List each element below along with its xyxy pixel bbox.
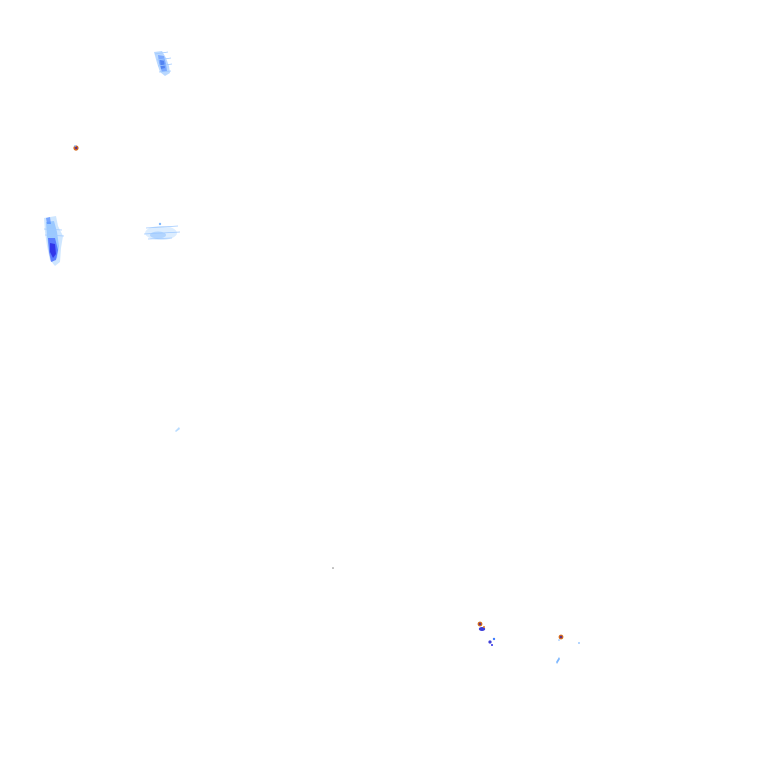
radar-echo-west-band — [43, 216, 65, 266]
radar-echo-speck-centre — [332, 567, 334, 569]
radar-echo-south-speck — [556, 657, 560, 664]
radar-echo-speck-mid-west — [175, 427, 180, 432]
radar-echo-small-cell-west — [73, 145, 79, 151]
radar-echo-south-cluster-b — [558, 634, 580, 644]
radar-echo-south-cluster-a — [477, 621, 496, 646]
radar-echo-west-cloud — [143, 222, 181, 240]
radar-echo-north-west-band — [154, 51, 173, 76]
